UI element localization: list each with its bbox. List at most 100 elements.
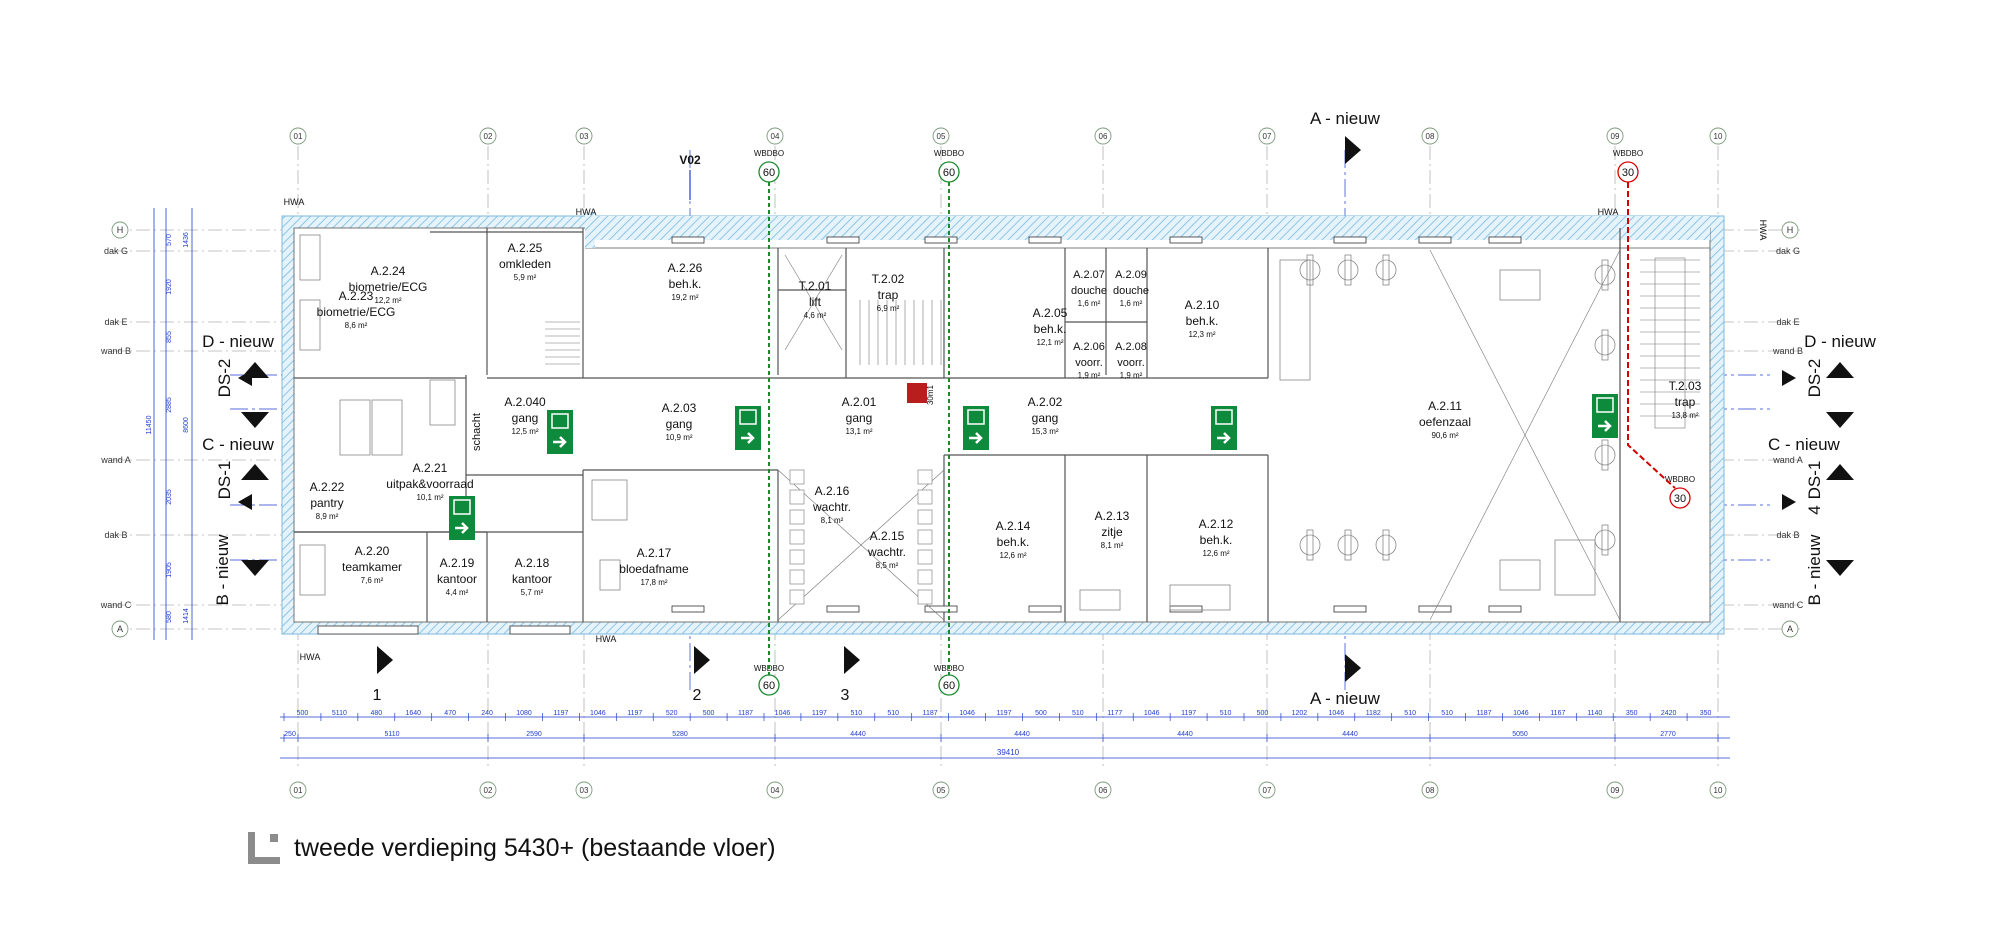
chair <box>789 589 805 605</box>
dim-value: 1046 <box>775 710 791 717</box>
exit-sign-icon <box>735 406 761 450</box>
grid-bubble <box>289 127 307 145</box>
wbdbo-value: 60 <box>763 167 775 179</box>
room-name: trap <box>878 288 899 302</box>
interior <box>293 227 1711 623</box>
grid-col-label: 01 <box>294 786 303 795</box>
room-area: 7,6 m² <box>361 576 384 585</box>
room-code: T.2.02 <box>872 272 905 286</box>
window <box>671 605 705 613</box>
grid-row-label-right: wand B <box>1772 346 1803 356</box>
section-label-d-right: D - nieuw <box>1804 332 1877 351</box>
dim-value: 350 <box>1626 710 1638 717</box>
room-name: biometrie/ECG <box>349 280 428 294</box>
dim-value: 1197 <box>627 710 642 717</box>
dim-value: 1197 <box>812 710 827 717</box>
window <box>1488 605 1522 613</box>
fitness-equipment <box>1299 259 1321 281</box>
fitness-equipment <box>1594 264 1616 286</box>
window <box>826 236 860 244</box>
section-label-a-bottom: A - nieuw <box>1310 689 1381 708</box>
chair <box>789 569 805 585</box>
dim-value: 1182 <box>1366 710 1381 717</box>
room-code: A.2.17 <box>637 546 672 560</box>
fitness-equipment <box>1306 529 1314 561</box>
exit-sign-icon <box>547 410 573 454</box>
exit-door <box>551 413 569 429</box>
furniture <box>299 544 326 596</box>
room-code: A.2.20 <box>355 544 390 558</box>
window <box>671 236 705 244</box>
grid-bubble <box>766 781 784 799</box>
furniture <box>599 559 621 591</box>
dim-value: 1046 <box>959 710 975 717</box>
window <box>1418 236 1452 244</box>
chair <box>789 489 805 505</box>
room-name: beh.k. <box>669 277 702 291</box>
grid-bubble <box>1709 127 1727 145</box>
room-code: A.2.26 <box>668 261 703 275</box>
section-marker-icon <box>1345 654 1361 682</box>
wbdbo-circle <box>1669 487 1691 509</box>
room-code: A.2.24 <box>371 264 406 278</box>
room-name: omkleden <box>499 257 551 271</box>
dim-value: 510 <box>1441 710 1453 717</box>
room-area: 13,1 m² <box>845 427 872 436</box>
drawing-title: tweede verdieping 5430+ (bestaande vloer… <box>294 833 776 862</box>
grid-bubble <box>932 781 950 799</box>
hwa-label: HWA <box>576 207 597 217</box>
section-label-1: 1 <box>373 687 382 704</box>
window <box>1028 236 1062 244</box>
left-dim-value: 1920 <box>166 279 173 295</box>
grid-col-label: 08 <box>1426 132 1435 141</box>
grid-col-label: 06 <box>1099 786 1108 795</box>
exit-arrow <box>455 522 469 534</box>
furniture <box>371 399 403 456</box>
chair <box>789 529 805 545</box>
dim-value: 250 <box>284 731 296 738</box>
dim-value: 510 <box>887 710 899 717</box>
grid-bubble <box>289 781 307 799</box>
grid-row-label: A <box>117 624 123 634</box>
room-area: 15,3 m² <box>1031 427 1058 436</box>
fire-hose-icon <box>907 383 927 403</box>
section-marker-icon <box>844 646 860 674</box>
left-dim-value: 8600 <box>183 417 190 433</box>
fitness-equipment <box>1382 529 1390 561</box>
top-wall <box>585 216 1710 240</box>
dim-value: 1140 <box>1587 710 1602 717</box>
dim-value: 4440 <box>1014 731 1030 738</box>
window <box>924 605 958 613</box>
section-label-ds2-right: DS-2 <box>1805 359 1824 398</box>
exit-sign-bg <box>547 410 573 454</box>
room-name: gang <box>1032 411 1059 425</box>
grid-row-label-right: wand C <box>1772 600 1804 610</box>
section-marker-icon <box>241 560 269 576</box>
room-area: 12,2 m² <box>374 296 401 305</box>
furniture <box>1079 589 1121 611</box>
room-code: T.2.03 <box>1669 379 1702 393</box>
room-area: 90,6 m² <box>1431 431 1458 440</box>
room-name: voorr. <box>1075 357 1103 369</box>
room-code: A.2.040 <box>504 395 546 409</box>
room-name: pantry <box>310 496 343 510</box>
dim-value: 500 <box>1257 710 1269 717</box>
exit-door <box>967 409 985 425</box>
section-label-4-right: 4 <box>1805 505 1824 514</box>
dim-value: 5110 <box>332 710 347 717</box>
dim-value: 1046 <box>1329 710 1345 717</box>
grid-col-label: 10 <box>1714 132 1723 141</box>
room-code: A.2.23 <box>339 289 374 303</box>
section-label-d-left: D - nieuw <box>202 332 275 351</box>
dim-total: 39410 <box>997 748 1020 757</box>
room-code: A.2.11 <box>1428 399 1462 413</box>
grid-col-label: 09 <box>1611 132 1620 141</box>
window <box>924 236 958 244</box>
